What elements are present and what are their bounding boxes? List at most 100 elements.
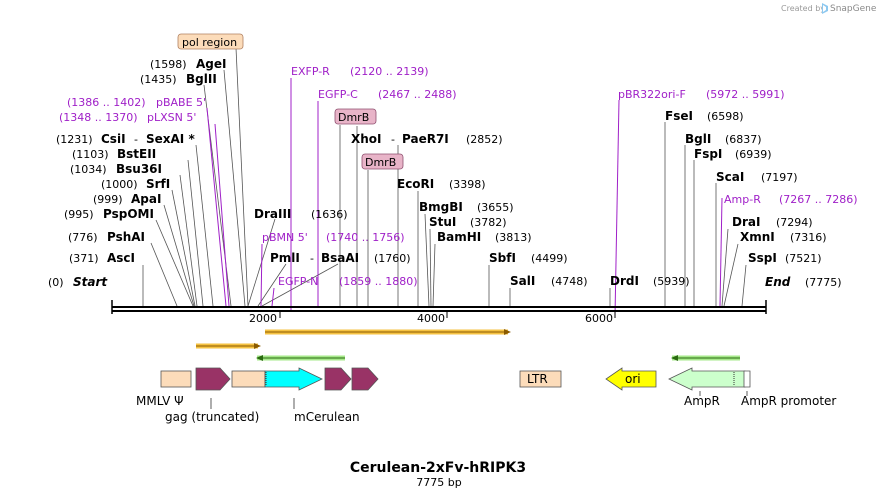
mmlv-psi-label: MMLV Ψ xyxy=(136,394,184,408)
ruler-label-4000: 4000 xyxy=(417,312,445,325)
drdi-label: DrdI xyxy=(610,274,639,288)
start-label: Start xyxy=(73,275,108,289)
end-label: End xyxy=(765,275,791,289)
fsei-pos: (6598) xyxy=(707,110,744,123)
fv-feature-1 xyxy=(195,367,231,391)
bmgbi-pos: (3655) xyxy=(477,201,514,214)
gag-truncated-feature xyxy=(231,370,266,388)
bamhi-pos: (3813) xyxy=(495,231,532,244)
xmni-pos: (7316) xyxy=(790,231,827,244)
pshai-pos: (776) xyxy=(68,231,98,244)
bsu36i-pos: (1034) xyxy=(70,163,107,176)
plxsn-range: (1348 .. 1370) xyxy=(59,111,138,124)
draiii-label: DraIII xyxy=(254,207,291,221)
orf-arrow-2 xyxy=(265,329,511,335)
scai-label: ScaI xyxy=(716,170,744,184)
orf-arrow-4 xyxy=(671,355,740,361)
mcerulean-feature xyxy=(264,367,323,391)
dmrb-label-2: DmrB xyxy=(365,156,396,169)
exfp-label: EXFP-R xyxy=(291,65,330,78)
site-connectors xyxy=(142,47,747,307)
pshai-label: PshAI xyxy=(107,230,145,244)
scai-pos: (7197) xyxy=(761,171,798,184)
exfp-range: (2120 .. 2139) xyxy=(350,65,429,78)
asci-label: AscI xyxy=(107,251,135,265)
ori-feature xyxy=(605,367,657,391)
mmlv-psi-feature xyxy=(160,370,192,388)
bmgbi-label: BmgBI xyxy=(419,200,463,214)
ampr-promoter-feature xyxy=(743,370,751,388)
ruler-label-6000: 6000 xyxy=(585,312,613,325)
pbmn-label: pBMN 5' xyxy=(262,231,308,244)
fspi-pos: (6939) xyxy=(735,148,772,161)
egfpc-range: (2467 .. 2488) xyxy=(378,88,457,101)
pmli-label: PmlI xyxy=(270,251,300,265)
agei-label: AgeI xyxy=(196,57,226,71)
apai-pos: (999) xyxy=(93,193,123,206)
ampr-promoter-label: AmpR promoter xyxy=(741,394,836,408)
srfi-pos: (1000) xyxy=(101,178,138,191)
fspi-label: FspI xyxy=(694,147,722,161)
ltr-label: LTR xyxy=(527,372,548,386)
pbabe-range: (1386 .. 1402) xyxy=(67,96,146,109)
fsei-label: FseI xyxy=(665,109,693,123)
paer7i-label: PaeR7I xyxy=(402,132,449,146)
orf-arrow-3 xyxy=(256,355,345,361)
pspomi-label: PspOMI xyxy=(103,207,154,221)
gag-label: gag (truncated) xyxy=(165,410,259,424)
pol-region-box xyxy=(177,33,244,50)
pmli-dash: - xyxy=(310,252,314,265)
snapgene-logo-icon xyxy=(822,3,828,14)
sali-label: SalI xyxy=(510,274,535,288)
sbfi-label: SbfI xyxy=(489,251,516,265)
bamhi-label: BamHI xyxy=(437,230,481,244)
dmrb-box-2 xyxy=(361,153,404,170)
plxsn-label: pLXSN 5' xyxy=(147,111,196,124)
pbr-label: pBR322ori-F xyxy=(618,88,686,101)
csii-dash: - xyxy=(134,133,138,146)
sspi-pos: (7521) xyxy=(785,252,822,265)
asci-pos: (371) xyxy=(69,252,99,265)
bsaai-label: BsaAI xyxy=(321,251,359,265)
primer-connectors xyxy=(206,78,723,317)
bsu36i-label: Bsu36I xyxy=(116,162,162,176)
sali-pos: (4748) xyxy=(551,275,588,288)
ruler-label-2000: 2000 xyxy=(249,312,277,325)
ampr-primer-range: (7267 .. 7286) xyxy=(779,193,858,206)
ltr-feature xyxy=(519,370,562,388)
csii-label: CsiI xyxy=(101,132,126,146)
ecori-label: EcoRI xyxy=(397,177,434,191)
srfi-label: SrfI xyxy=(146,177,170,191)
xhoi-dash: - xyxy=(391,133,395,146)
bgli-label: BglI xyxy=(685,132,711,146)
agei-pos: (1598) xyxy=(150,58,187,71)
credit-prefix: Created by xyxy=(781,4,825,13)
stui-pos: (3782) xyxy=(470,216,507,229)
dmrb-label-1: DmrB xyxy=(338,111,369,124)
bsteii-label: BstEII xyxy=(117,147,156,161)
pspomi-pos: (995) xyxy=(64,208,94,221)
feature-leaders xyxy=(210,391,748,409)
bgli-pos: (6837) xyxy=(725,133,762,146)
pbabe-label: pBABE 5' xyxy=(156,96,206,109)
mcerulean-label: mCerulean xyxy=(294,410,360,424)
drdi-pos: (5939) xyxy=(653,275,690,288)
xhoi-label: XhoI xyxy=(351,132,382,146)
pbmn-range: (1740 .. 1756) xyxy=(326,231,405,244)
credit-brand: SnapGene xyxy=(830,4,877,14)
egfpn-label: EGFP-N xyxy=(278,275,318,288)
sexai-label: SexAI * xyxy=(146,132,195,146)
drai-pos: (7294) xyxy=(776,216,813,229)
paer7i-pos: (2852) xyxy=(466,133,503,146)
stui-label: StuI xyxy=(429,215,456,229)
bglii-label: BglII xyxy=(186,72,217,86)
drai-label: DraI xyxy=(732,215,760,229)
fv-feature-3 xyxy=(351,367,379,391)
egfpn-range: (1859 .. 1880) xyxy=(339,275,418,288)
ampr-label: AmpR xyxy=(684,394,720,408)
apai-label: ApaI xyxy=(131,192,161,206)
map-length: 7775 bp xyxy=(416,476,461,489)
ori-label: ori xyxy=(625,372,641,386)
bsteii-pos: (1103) xyxy=(72,148,109,161)
